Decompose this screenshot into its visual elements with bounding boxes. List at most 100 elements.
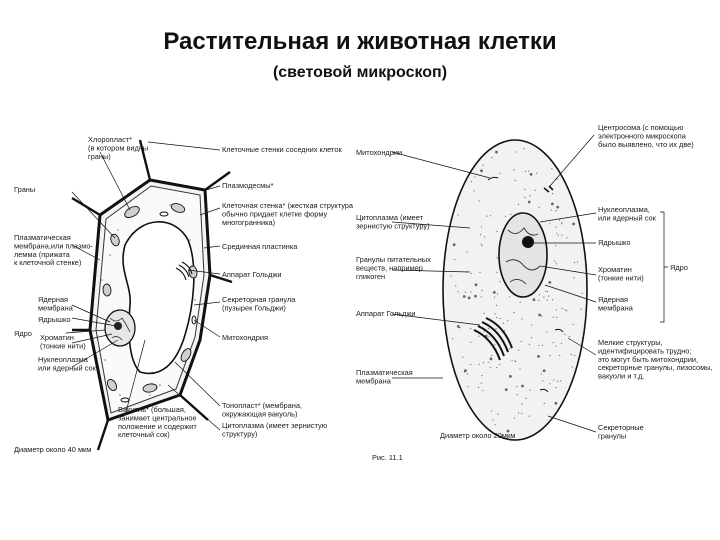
cytoplasm-granule bbox=[484, 236, 486, 238]
cytoplasm-granule bbox=[495, 304, 497, 306]
cytoplasm-granule bbox=[481, 245, 483, 247]
cytoplasm-granule bbox=[480, 169, 483, 173]
cytoplasm-granule bbox=[489, 357, 493, 361]
cytoplasm-granule bbox=[495, 150, 498, 154]
cytoplasm-granule bbox=[510, 213, 512, 215]
cytoplasm-granule bbox=[480, 243, 482, 245]
label-plant-cell-tonoplast: Тонопласт* (мембрана,окружающая вакуоль) bbox=[222, 401, 302, 418]
animal-mitochondria bbox=[487, 176, 564, 393]
cytoplasm-granule bbox=[550, 209, 552, 211]
cytoplasm-granule bbox=[494, 344, 496, 346]
cytoplasm-granule bbox=[492, 419, 494, 421]
animal-nucleolus bbox=[522, 236, 534, 248]
cytoplasm-granule bbox=[531, 324, 533, 326]
cytoplasm-granule bbox=[496, 271, 498, 273]
label-animal-cell-small-structures: Мелкие структуры,идентифицировать трудно… bbox=[598, 338, 713, 381]
label-animal-cell-nucleus: Ядро bbox=[670, 263, 688, 272]
cytoplasm-granule bbox=[555, 309, 558, 311]
cytoplasm-granule bbox=[561, 223, 563, 225]
cytoplasm-granule bbox=[452, 243, 456, 247]
label-plant-cell-nucleus: Ядро bbox=[14, 329, 32, 338]
cytoplasm-granule bbox=[560, 342, 563, 344]
cytoplasm-granule bbox=[529, 172, 533, 176]
cytoplasm-granule bbox=[519, 368, 521, 370]
cytoplasm-granule bbox=[561, 222, 563, 224]
cytoplasm-granule bbox=[478, 200, 480, 202]
cytoplasm-granule bbox=[474, 283, 478, 287]
cytoplasm-granule bbox=[506, 429, 510, 433]
cytoplasm-granule bbox=[557, 380, 559, 382]
cytoplasm-granule bbox=[473, 190, 475, 192]
animal-cell bbox=[442, 139, 588, 441]
cytoplasm-granule bbox=[523, 148, 525, 150]
cytoplasm-granule bbox=[509, 375, 512, 378]
cytoplasm-granule bbox=[546, 331, 548, 333]
label-plant-cell-secretory-granule: Секреторная гранула(пузырек Гольджи) bbox=[222, 295, 296, 312]
cytoplasm-granule bbox=[494, 296, 496, 298]
cytoplasm-granule bbox=[555, 245, 557, 247]
cytoplasm-granule bbox=[464, 369, 467, 372]
cytoplasm-granule bbox=[555, 263, 558, 265]
cytoplasm-granule bbox=[496, 257, 498, 259]
cytoplasm-granule bbox=[572, 222, 575, 226]
cytoplasm-granule bbox=[518, 412, 520, 414]
cytoplasm-granule bbox=[550, 202, 554, 206]
cytoplasm-granule bbox=[480, 226, 483, 228]
cytoplasm-granule bbox=[553, 379, 555, 381]
cytoplasm-granule bbox=[489, 367, 492, 369]
cytoplasm-granule bbox=[482, 389, 484, 392]
leader-lines bbox=[65, 134, 668, 433]
cytoplasm-granule bbox=[497, 413, 499, 415]
cytoplasm-granule bbox=[514, 179, 516, 182]
cytoplasm-granule bbox=[513, 417, 516, 419]
label-animal-cell-chromatin: Хроматин(тонкие нити) bbox=[598, 265, 644, 282]
cytoplasm-granule bbox=[507, 320, 509, 322]
cytoplasm-granule bbox=[581, 292, 583, 294]
cytoplasm-granule bbox=[555, 345, 557, 347]
cytoplasm-granule bbox=[532, 298, 536, 302]
cytoplasm-granule bbox=[538, 299, 540, 301]
cytoplasm-granule bbox=[470, 328, 472, 330]
label-plant-cell-golgi: Аппарат Гольджи bbox=[222, 270, 282, 279]
cytoplasm-granule bbox=[450, 275, 452, 277]
cytoplasm-granule bbox=[467, 386, 469, 388]
cytoplasm-granule bbox=[491, 157, 493, 159]
page-title: Растительная и животная клетки bbox=[163, 28, 557, 55]
cytoplasm-granule bbox=[480, 234, 482, 236]
cytoplasm-granule bbox=[462, 295, 466, 298]
cytoplasm-granule bbox=[513, 312, 515, 314]
cytoplasm-granule bbox=[520, 340, 522, 343]
cytoplasm-granule bbox=[483, 312, 485, 314]
cytoplasm-granule bbox=[504, 330, 506, 332]
animal-cytoplasm-grain bbox=[450, 148, 583, 433]
cytoplasm-granule bbox=[528, 415, 530, 417]
cytoplasm-granule bbox=[509, 348, 511, 350]
cytoplasm-granule bbox=[559, 354, 561, 357]
cytoplasm-granule bbox=[542, 369, 546, 373]
cytoplasm-granule bbox=[538, 206, 540, 208]
cytoplasm-granule bbox=[564, 309, 566, 311]
cytoplasm-granule bbox=[511, 359, 513, 361]
cytoplasm-granule bbox=[538, 313, 542, 317]
cytoplasm-granule bbox=[474, 176, 476, 178]
label-plant-cell-diameter: Диаметр около 40 мкм bbox=[14, 445, 91, 454]
cytoplasm-granule bbox=[489, 215, 492, 217]
cytoplasm-granule bbox=[470, 181, 473, 183]
cytoplasm-granule bbox=[518, 349, 520, 351]
cytoplasm-granule bbox=[554, 260, 556, 262]
cytoplasm-granule bbox=[561, 234, 563, 236]
cytoplasm-granule bbox=[457, 214, 459, 216]
cytoplasm-granule bbox=[573, 261, 576, 264]
cytoplasm-granule bbox=[464, 291, 466, 293]
cytoplasm-granule bbox=[555, 226, 557, 228]
cytoplasm-granule bbox=[470, 272, 473, 274]
animal-nucleus bbox=[498, 212, 548, 298]
page-subtitle: (световой микроскоп) bbox=[272, 64, 448, 81]
cytoplasm-granule bbox=[571, 366, 573, 368]
cytoplasm-granule bbox=[481, 290, 483, 292]
